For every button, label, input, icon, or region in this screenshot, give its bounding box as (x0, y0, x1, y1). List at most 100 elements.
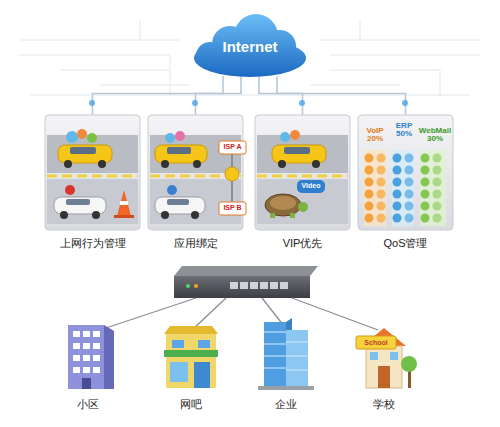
school-building (378, 366, 390, 388)
school-building (401, 356, 417, 372)
office-towers (286, 330, 308, 388)
illustration-label: School (356, 339, 396, 346)
office-towers (286, 318, 292, 330)
school-building (366, 346, 402, 388)
panel-frame (45, 115, 140, 230)
residential-building (73, 331, 100, 373)
traffic-scene-2 (167, 199, 189, 205)
cafe-building (166, 334, 216, 388)
qos-dot (393, 214, 402, 223)
network-cable (262, 298, 284, 326)
qos-dot (377, 190, 386, 199)
traffic-scene-2 (155, 145, 207, 163)
traffic-scene-1 (77, 129, 87, 139)
network-cable (100, 298, 378, 330)
traffic-scene-1 (47, 175, 138, 178)
office-towers (286, 370, 308, 371)
building-icon: 学校 (347, 318, 421, 412)
traffic-scene-2 (161, 211, 169, 219)
switch-device (174, 276, 310, 298)
node-label: 学校 (373, 397, 395, 411)
qos-dot (421, 202, 430, 211)
qos-dot (405, 178, 414, 187)
switch-device (194, 284, 198, 288)
connector-line (277, 76, 406, 115)
cafe-building (172, 340, 184, 348)
residential-building (83, 343, 90, 349)
residential-building (104, 325, 114, 389)
residential-building (83, 367, 90, 373)
qos-dot (433, 154, 442, 163)
network-cable (100, 298, 196, 330)
cafe-building (170, 362, 188, 382)
school-building (356, 336, 396, 349)
traffic-scene-3 (265, 194, 301, 216)
qos-dot (421, 178, 430, 187)
connector-line (259, 76, 303, 115)
office-towers (286, 356, 308, 357)
switch-device (174, 266, 318, 276)
residential-building (82, 378, 91, 389)
cloud-label: Internet (222, 38, 277, 56)
traffic-scene-3 (272, 145, 326, 163)
residential-building (73, 331, 80, 337)
traffic-scene-1 (47, 179, 138, 224)
traffic-scene-2 (175, 131, 185, 141)
cafe-building (164, 326, 218, 388)
traffic-scene-1 (117, 190, 131, 216)
traffic-scene-2 (219, 202, 246, 215)
traffic-scene-3 (270, 213, 275, 218)
qos-dot (377, 154, 386, 163)
traffic-scene-3 (270, 196, 296, 210)
traffic-scene-2 (150, 131, 246, 224)
office-towers (264, 356, 286, 357)
switch-device (174, 266, 318, 298)
qos-dot (365, 166, 374, 175)
traffic-scene-3 (257, 175, 348, 178)
connector-line (93, 76, 224, 115)
residential-building (93, 367, 100, 373)
traffic-scene-2 (193, 160, 201, 168)
office-towers (264, 332, 286, 333)
traffic-scene-3 (312, 160, 320, 168)
cafe-building (194, 362, 210, 388)
traffic-scene-1 (92, 211, 100, 219)
office-towers (264, 368, 286, 369)
office-towers (264, 322, 286, 388)
switch-device (186, 284, 190, 288)
traffic-scene-1 (60, 211, 68, 219)
traffic-scene-2 (167, 185, 177, 195)
traffic-scene-3 (257, 130, 348, 224)
qos-dot (433, 178, 442, 187)
panel-frame (45, 115, 453, 230)
traffic-scene-3 (257, 135, 348, 173)
traffic-scene-1 (64, 160, 72, 168)
traffic-scene-2 (219, 141, 246, 154)
node-label: 上网行为管理 (60, 236, 126, 250)
traffic-scene-3 (278, 160, 286, 168)
traffic-scene-3 (280, 132, 290, 142)
office-towers (264, 332, 308, 370)
internet-cloud: Internet (190, 12, 310, 78)
network-cable (292, 298, 378, 330)
qos-dot (393, 166, 402, 175)
qos-dot (393, 178, 402, 187)
residential-building (73, 355, 80, 361)
traffic-scene-1 (120, 201, 128, 205)
traffic-scene-2 (191, 211, 199, 219)
illustration-label: ERP 50% (391, 122, 417, 139)
signal-dot (192, 100, 198, 106)
residential-building (68, 325, 114, 389)
qos-dot (433, 214, 442, 223)
traffic-scene-3 (284, 147, 310, 154)
qos-dot (365, 154, 374, 163)
qos-dot (433, 202, 442, 211)
qos-bars (365, 154, 442, 223)
traffic-scene-3 (297, 180, 325, 193)
qos-dot (421, 166, 430, 175)
traffic-scene-1 (54, 197, 106, 214)
signal-dot (402, 100, 408, 106)
traffic-scene-3 (257, 179, 348, 224)
network-cable (192, 298, 226, 330)
